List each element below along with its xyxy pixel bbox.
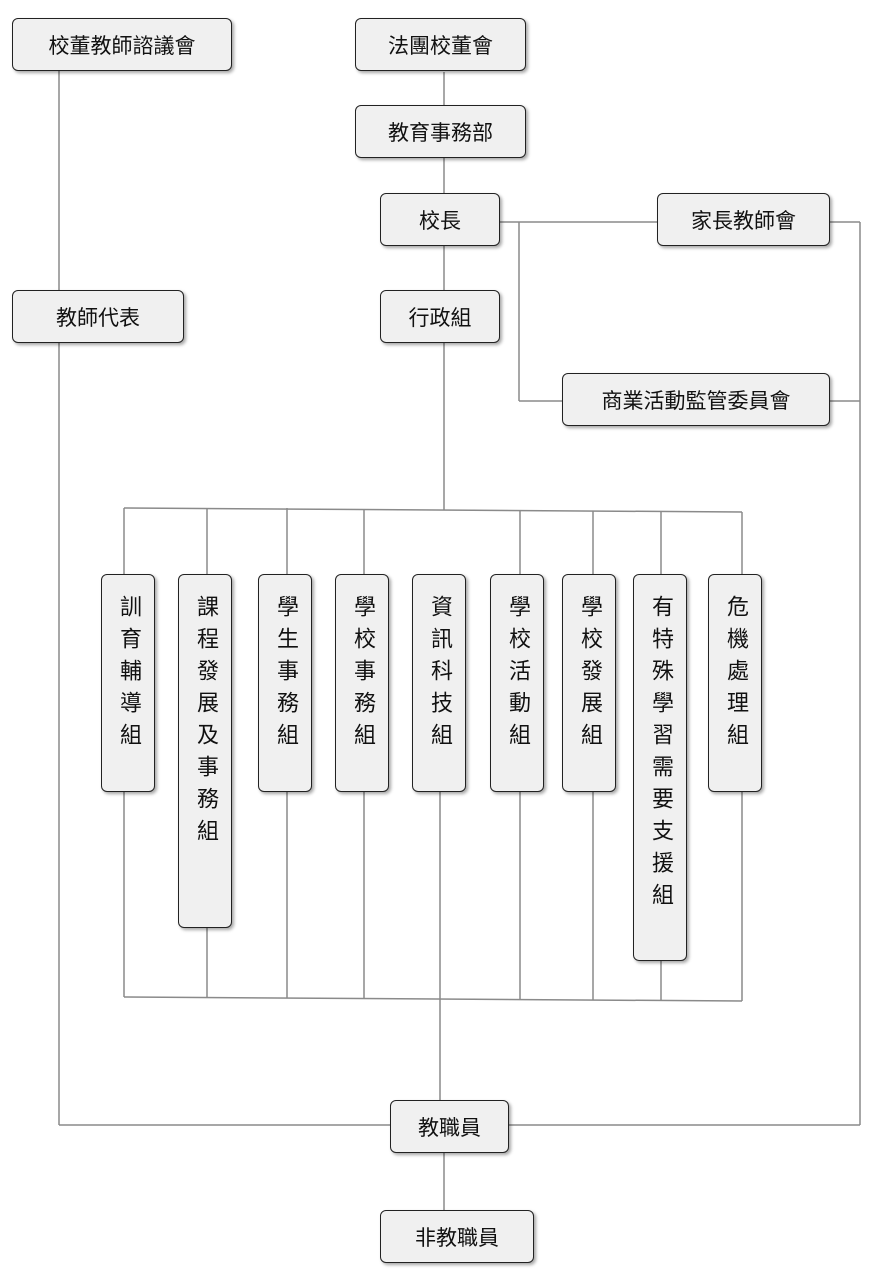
group-box-it: 資訊科技組 [412,574,466,792]
group-label: 課程發展及事務組 [193,595,218,851]
group-label: 有特殊學習需要支援組 [648,595,673,915]
teacher-rep-box: 教師代表 [12,290,184,343]
group-box-discipline-guidance: 訓育輔導組 [101,574,155,792]
commercial-committee-box: 商業活動監管委員會 [562,373,830,426]
group-box-school-development: 學校發展組 [562,574,616,792]
edb-box: 教育事務部 [355,105,526,158]
group-label: 學校事務組 [350,595,375,755]
group-label: 危機處理組 [723,595,748,755]
group-box-school-activities: 學校活動組 [490,574,544,792]
admin-box: 行政組 [380,290,500,343]
incorporated-board-box: 法團校董會 [355,18,526,71]
group-box-school-affairs: 學校事務組 [335,574,389,792]
group-box-student-affairs: 學生事務組 [258,574,312,792]
group-label: 學校活動組 [505,595,530,755]
teaching-staff-box: 教職員 [390,1100,509,1153]
pta-box: 家長教師會 [657,193,830,246]
group-box-curriculum: 課程發展及事務組 [178,574,232,928]
group-box-crisis: 危機處理組 [708,574,762,792]
non-teaching-staff-box: 非教職員 [380,1210,534,1263]
group-label: 訓育輔導組 [116,595,141,755]
staff-council-box: 校董教師諮議會 [12,18,232,71]
principal-box: 校長 [380,193,500,246]
group-label: 學生事務組 [273,595,298,755]
group-box-sen-support: 有特殊學習需要支援組 [633,574,687,961]
group-label: 資訊科技組 [427,595,452,755]
group-label: 學校發展組 [577,595,602,755]
